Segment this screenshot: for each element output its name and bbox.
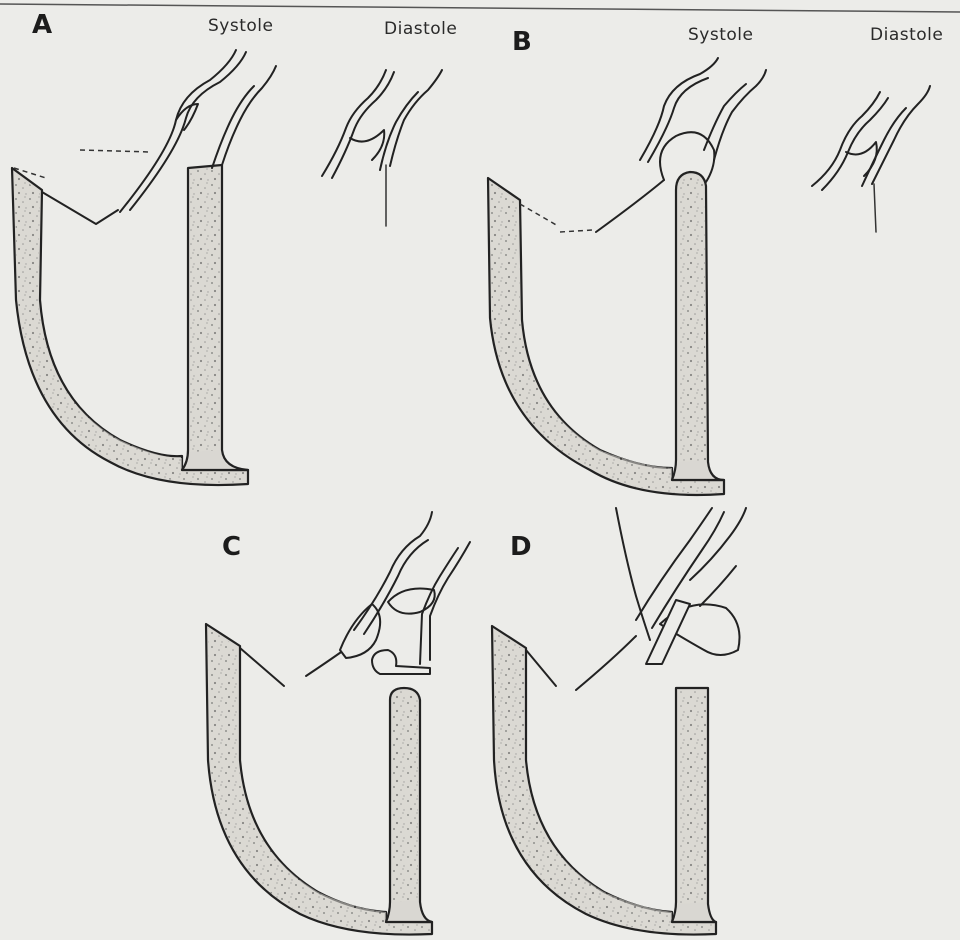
panel-b-septum-texture	[678, 175, 706, 462]
panel-b-letter: B	[512, 27, 532, 57]
panel-d-aortic-wall-right-inner	[700, 566, 736, 606]
panel-b-systole-label: Systole	[688, 25, 753, 45]
panel-a-closed-cusps	[350, 130, 384, 160]
panel-c-aortic-wall-left-inner	[364, 540, 428, 634]
panel-b-diastole-wall-right-inner	[862, 108, 906, 186]
panel-a-mitral-notch	[42, 192, 118, 224]
panel-a-aortic-wall-right	[222, 66, 276, 165]
panel-a-diastole-label: Diastole	[384, 19, 457, 39]
panel-b-diastole-wall-left-inner	[822, 98, 888, 190]
panel-b-diastole-wall-left	[812, 92, 880, 186]
panel-a-letter: A	[32, 10, 52, 40]
panel-b-diastole-wall-right	[872, 86, 930, 184]
panel-b-mitral-line	[596, 180, 664, 232]
panel-b-aortic-wall-left-inner	[648, 78, 708, 162]
panel-a-diastole-wall-left-inner	[332, 72, 394, 178]
panel-d-letter: D	[510, 532, 532, 562]
panel-c-septum-texture	[392, 690, 418, 902]
panel-d-aortic-wall-left	[616, 508, 650, 640]
panel-d-aortic-wall-right	[690, 508, 746, 580]
panel-c-mitral-notch	[240, 648, 284, 686]
panel-c-mitral-line	[306, 650, 344, 676]
panel-b-diastole-label: Diastole	[870, 25, 943, 45]
panel-a-septum-texture	[190, 167, 220, 452]
top-border	[0, 4, 960, 12]
panel-a: A Systole Diastole	[12, 10, 457, 485]
panel-d: D	[492, 508, 746, 935]
panel-c-letter: C	[222, 532, 241, 562]
panel-c-aortic-wall-right-inner	[420, 548, 458, 664]
panel-c-cusp-left	[340, 604, 380, 658]
panel-a-aortic-wall-right-inner	[212, 86, 254, 168]
panel-a-diastole-wall-left	[322, 70, 386, 176]
panel-b-diastole-septum-line	[874, 184, 876, 232]
panel-a-annulus-dashes	[14, 150, 150, 178]
panel-c: C	[206, 512, 470, 935]
panel-b-annulus-dashes	[520, 204, 592, 232]
panel-a-systole-label: Systole	[208, 16, 273, 36]
panel-d-mitral-notch	[526, 650, 556, 686]
panel-b-aortic-wall-right	[714, 70, 766, 160]
panel-b-aortic-wall-right-inner	[704, 84, 746, 150]
panel-b: B Systole Diastole	[488, 25, 943, 495]
panel-d-septum-texture	[678, 690, 706, 904]
panel-d-mitral-line	[576, 636, 636, 690]
